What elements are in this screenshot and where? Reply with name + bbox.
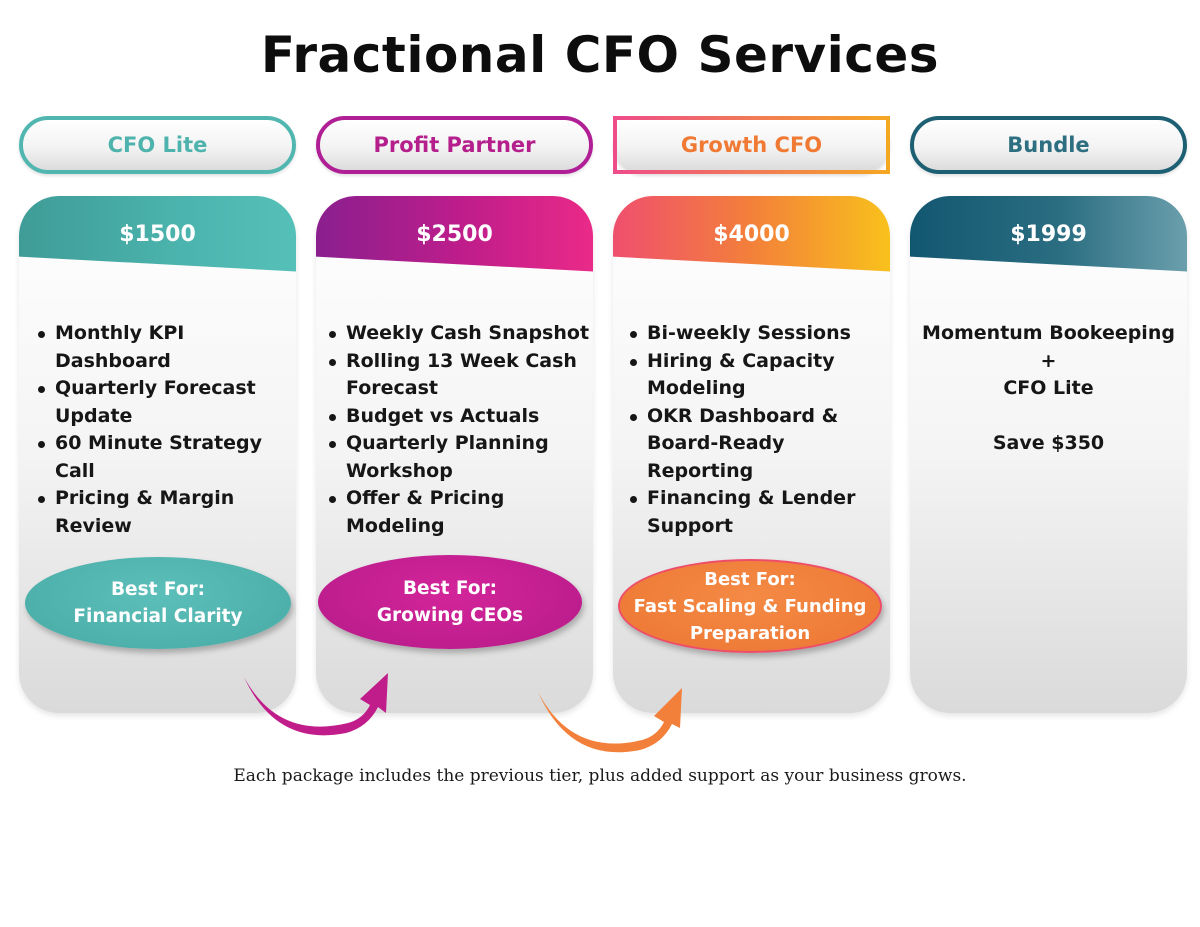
feature-item: Bi-weekly Sessions [629,320,885,348]
feature-item: Offer & Pricing Modeling [328,485,590,540]
feature-item: 60 Minute Strategy Call [37,430,293,485]
feature-list: Weekly Cash Snapshot Rolling 13 Week Cas… [328,320,590,540]
feature-item: Quarterly Planning Workshop [328,430,590,485]
page-title: Fractional CFO Services [260,26,940,84]
package-name: CFO Lite [107,133,208,157]
best-for-text: Preparation [689,622,811,644]
feature-item: Rolling 13 Week Cash Forecast [328,348,590,403]
package-name: Growth CFO [680,133,823,157]
package-name: Profit Partner [373,133,536,157]
package-pill-cfo-lite[interactable]: CFO Lite [19,116,296,174]
feature-list: Bi-weekly Sessions Hiring & Capacity Mod… [629,320,885,540]
best-for-text: Growing CEOs [376,605,524,626]
bundle-line: CFO Lite [1003,377,1094,399]
package-name: Bundle [1007,133,1090,157]
bundle-line: Momentum Bookeeping [922,322,1175,344]
price: $1500 [119,222,196,247]
price-header: $4000 [613,196,890,272]
best-for-text: Fast Scaling & Funding [633,595,867,617]
best-for-badge-cfo-lite: Best For: Financial Clarity [25,557,291,649]
package-pill-profit-partner[interactable]: Profit Partner [316,116,593,174]
best-for-label: Best For: [704,568,796,590]
price: $2500 [416,222,493,247]
package-pill-bundle[interactable]: Bundle [910,116,1187,174]
price-header: $2500 [316,196,593,272]
best-for-badge-profit-partner: Best For: Growing CEOs [318,555,582,649]
feature-item: Pricing & Margin Review [37,485,293,540]
orange-curved-arrow-icon [538,688,682,753]
feature-item: Budget vs Actuals [328,403,590,431]
price: $1999 [1010,222,1087,247]
feature-list: Monthly KPI Dashboard Quarterly Forecast… [37,320,293,540]
feature-item: Monthly KPI Dashboard [37,320,293,375]
price-header: $1500 [19,196,296,272]
feature-item: Quarterly Forecast Update [37,375,293,430]
best-for-text: Financial Clarity [73,606,243,627]
feature-item: Hiring & Capacity Modeling [629,348,885,403]
footnote: Each package includes the previous tier,… [233,766,967,786]
best-for-label: Best For: [402,578,498,599]
feature-item: OKR Dashboard & Board-Ready Reporting [629,403,885,486]
price: $4000 [713,222,790,247]
feature-item: Weekly Cash Snapshot [328,320,590,348]
magenta-curved-arrow-icon [244,673,388,736]
bundle-description: Momentum Bookeeping + CFO Lite Save $350 [910,320,1187,458]
best-for-badge-growth-cfo: Best For: Fast Scaling & Funding Prepara… [618,559,882,653]
feature-item: Financing & Lender Support [629,485,885,540]
best-for-label: Best For: [110,579,206,600]
package-card-bundle: $1999 Momentum Bookeeping + CFO Lite Sav… [910,196,1187,713]
bundle-savings: Save $350 [992,432,1105,454]
bundle-line: + [1040,349,1057,372]
package-pill-growth-cfo[interactable]: Growth CFO [613,116,890,174]
price-header: $1999 [910,196,1187,272]
